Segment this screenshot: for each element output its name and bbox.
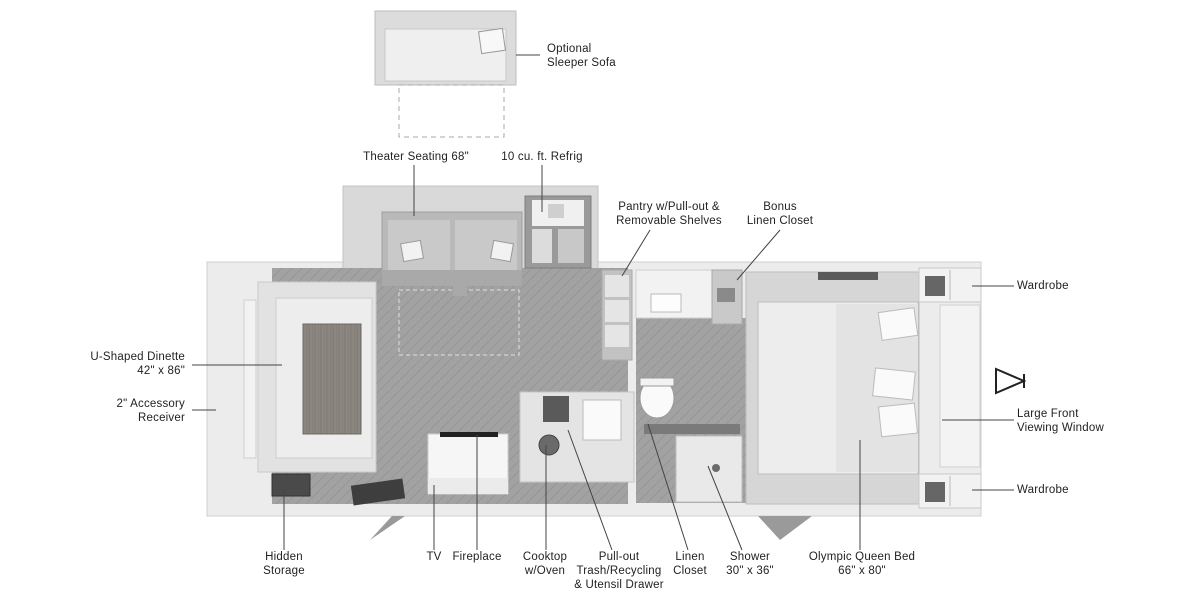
theater-seating [381, 211, 523, 296]
label-wardrobe-top: Wardrobe [1017, 280, 1069, 292]
kitchen-sink [582, 399, 622, 441]
refrigerator [524, 195, 592, 269]
pantry [601, 269, 633, 361]
olympic-queen-bed [757, 272, 919, 475]
leader-lines [192, 54, 1014, 551]
front-window [939, 304, 981, 468]
label-refrigerator: 10 cu. ft. Refrig [501, 151, 583, 163]
dinette-table [302, 323, 362, 435]
wardrobe-top [918, 267, 982, 303]
hitch-icon [995, 367, 1027, 395]
label-wardrobe-bottom: Wardrobe [1017, 484, 1069, 496]
wardrobe-bottom [918, 473, 982, 509]
label-fireplace: Fireplace [452, 551, 502, 563]
label-theater-seating: Theater Seating 68" [363, 151, 469, 163]
u-shaped-dinette [243, 281, 377, 473]
kitchen-counter [519, 391, 635, 483]
hidden-storage [271, 473, 311, 497]
fireplace-cabinet [427, 432, 509, 495]
label-tv: TV [426, 551, 442, 563]
bonus-linen-closet [711, 269, 743, 325]
label-pantry: Pantry w/Pull-out &Removable Shelves [616, 201, 722, 227]
cooktop [543, 396, 569, 422]
optional-sleeper-sofa [374, 10, 517, 138]
